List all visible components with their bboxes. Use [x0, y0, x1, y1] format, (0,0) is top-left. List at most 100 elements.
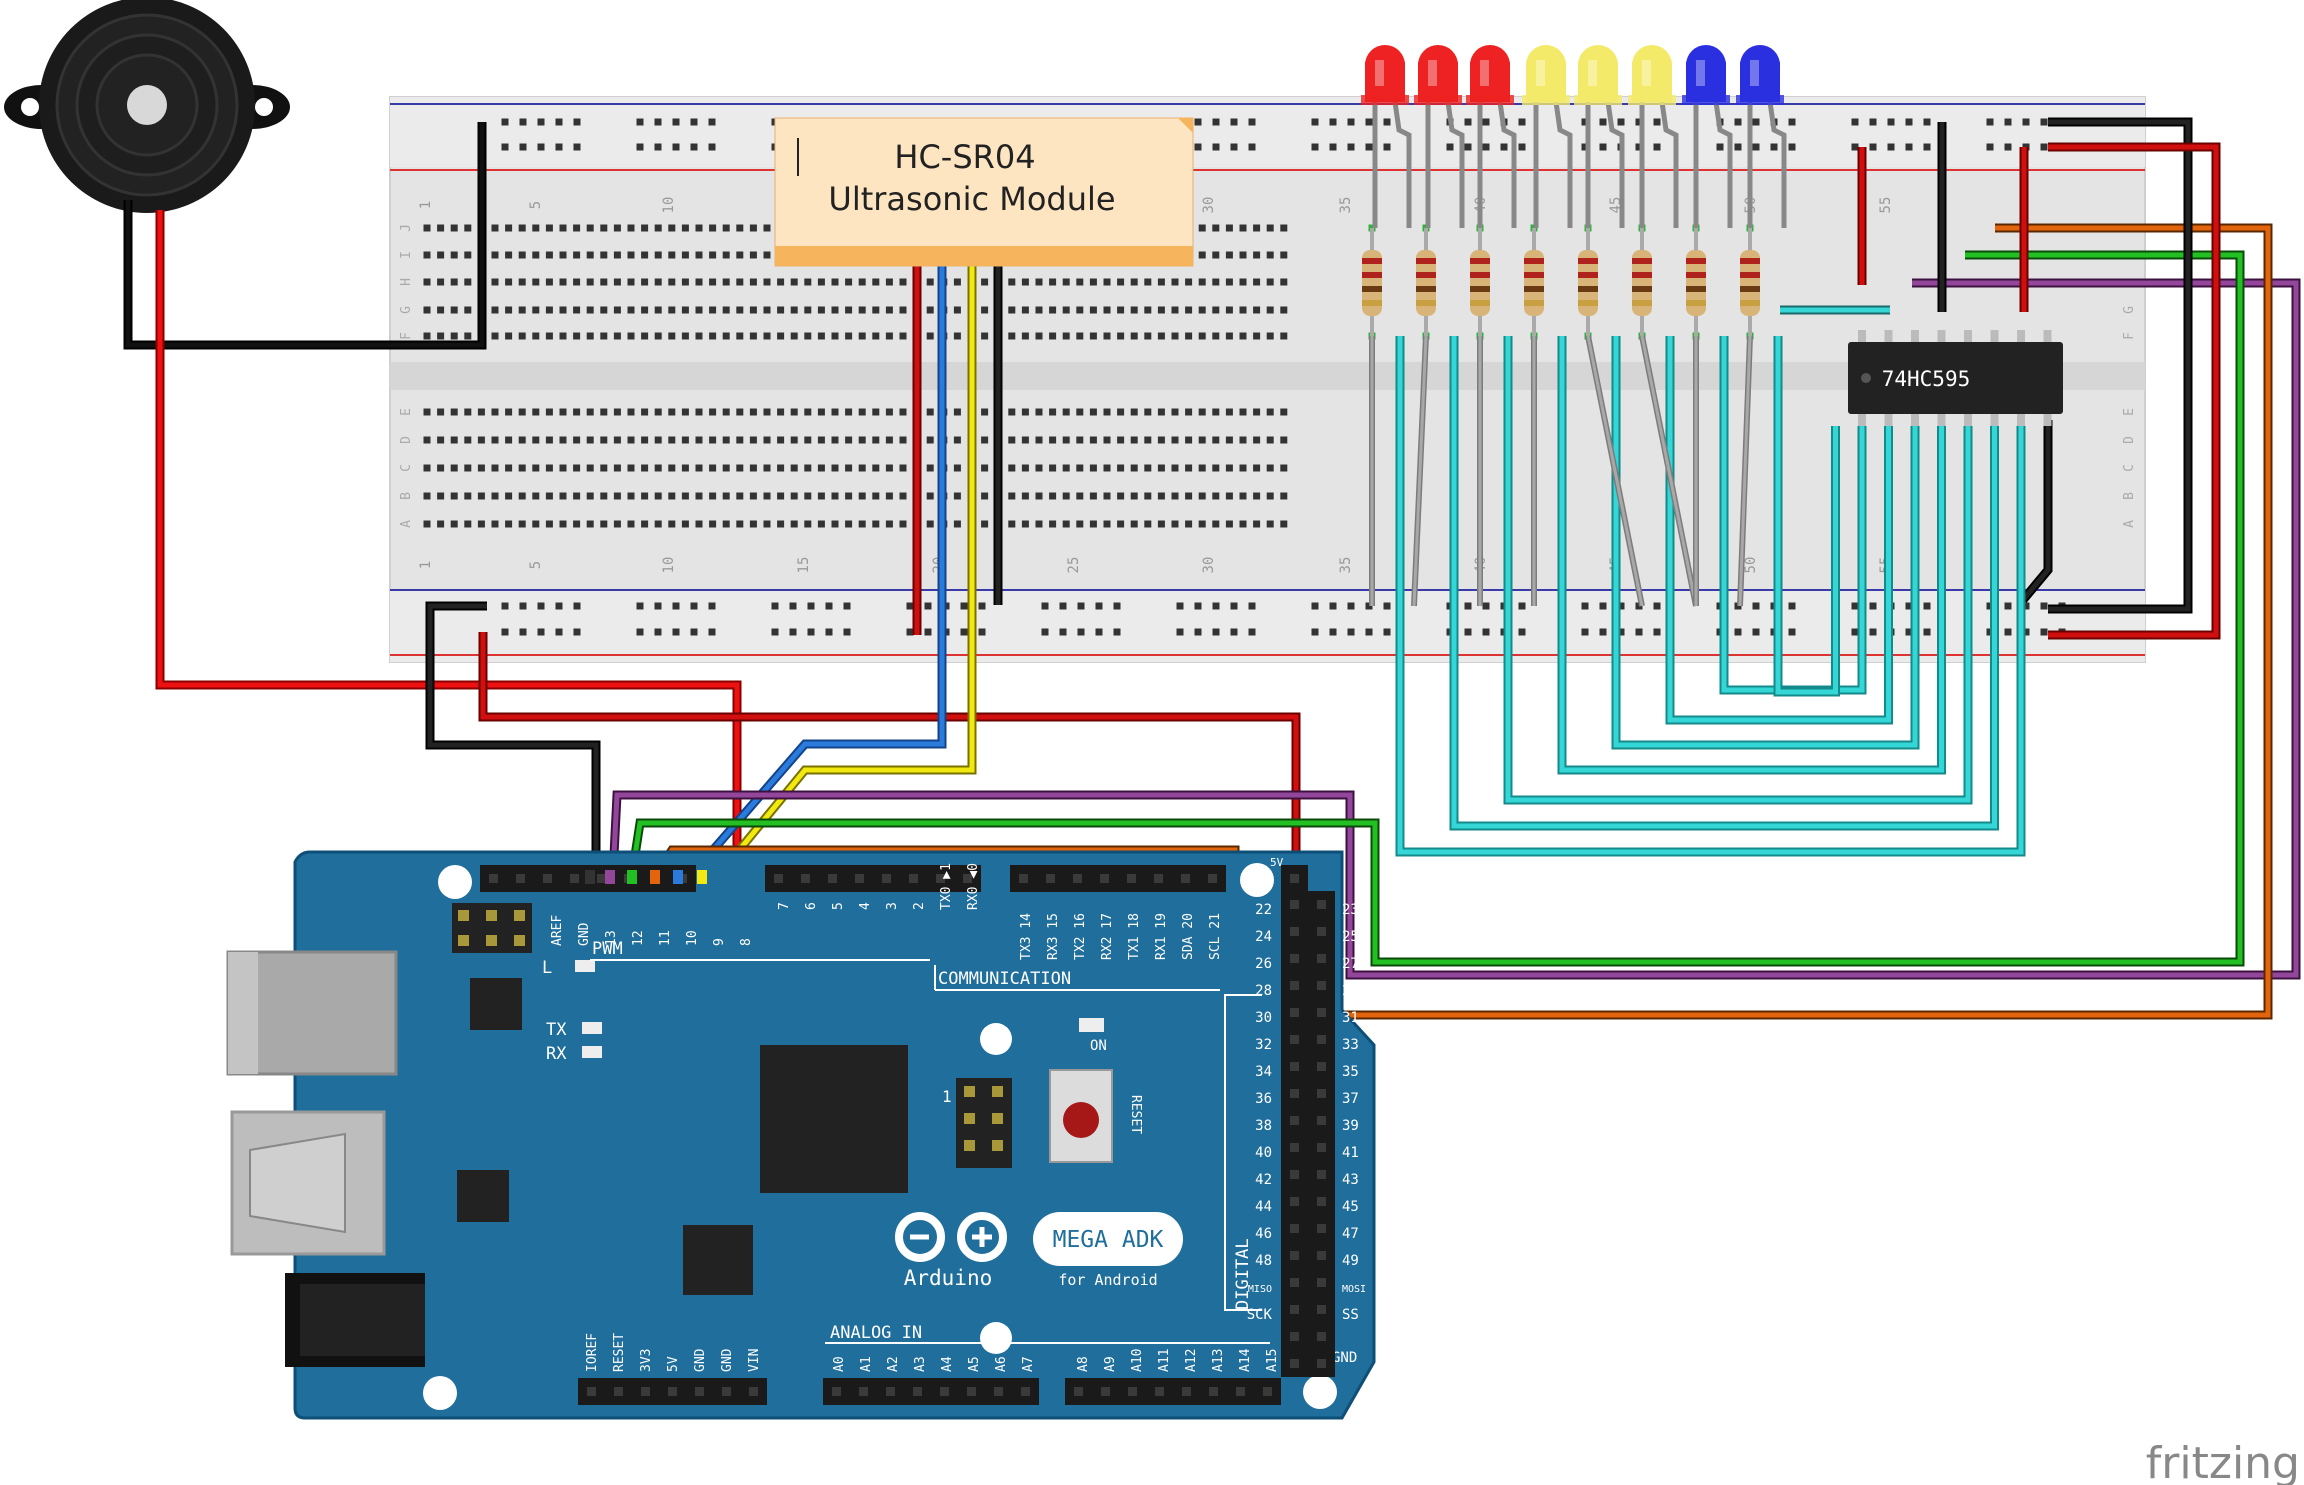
row-letter-left: B — [399, 492, 414, 500]
column-number-top: 30 — [1201, 197, 1217, 214]
digital-pin-label-left: 42 — [1255, 1172, 1272, 1188]
on-label: ON — [1090, 1038, 1107, 1054]
brand-label: Arduino — [904, 1266, 993, 1290]
row-letter-right: C — [2122, 464, 2137, 472]
digital-pin-label-left: 26 — [1255, 956, 1272, 972]
resistor — [1686, 228, 1706, 336]
analog-in-label: ANALOG IN — [830, 1323, 922, 1343]
pwm-pin-label: 13 — [604, 930, 619, 946]
led-drive-wires — [1395, 336, 2026, 857]
chip-label: 74HC595 — [1882, 367, 1971, 391]
l-label: L — [542, 958, 552, 978]
red-led — [1466, 45, 1517, 228]
power-pin-label: RESET — [612, 1333, 627, 1372]
column-number-bottom: 1 — [418, 561, 434, 569]
row-letter-left: J — [399, 224, 414, 232]
power-pin-label: GND — [693, 1348, 708, 1372]
communication-label: COMMUNICATION — [938, 969, 1071, 989]
comm-pin-label: SDA 20 — [1181, 913, 1196, 960]
pwm-pin-label: 12 — [631, 930, 646, 946]
digital-pin-label-left: 38 — [1255, 1118, 1272, 1134]
column-number-bottom: 30 — [1201, 557, 1217, 574]
wires — [123, 117, 2301, 1020]
rx-label: RX — [546, 1044, 567, 1064]
digital-pin-label-left: 30 — [1255, 1010, 1272, 1026]
digital-pin-label-left: 36 — [1255, 1091, 1272, 1107]
header-gnd-label: GND — [1332, 1350, 1357, 1366]
pwm-pin-label: GND — [577, 922, 592, 946]
column-number-bottom: 15 — [796, 557, 812, 574]
power-pin-label: 3V3 — [639, 1349, 654, 1372]
column-number-bottom: 25 — [1066, 557, 1082, 574]
resistor — [1740, 228, 1760, 336]
digital-pin-label-right: 47 — [1342, 1226, 1359, 1242]
column-number-top: 10 — [661, 197, 677, 214]
digital-pin-label-right: 39 — [1342, 1118, 1359, 1134]
reset-button[interactable] — [1049, 1069, 1113, 1163]
analog-pin-label: A12 — [1184, 1349, 1199, 1372]
analog-pin-label: A2 — [886, 1356, 901, 1372]
digital-pin-label-right: SS — [1342, 1307, 1359, 1323]
chip-pins — [1858, 330, 2052, 426]
pwm-pin-label: 8 — [739, 938, 754, 946]
row-letter-right: E — [2122, 408, 2137, 416]
pwm-pin-label: 11 — [658, 930, 673, 946]
row-letter-left: C — [399, 464, 414, 472]
shift-register-chip: 74HC595 — [1848, 330, 2063, 426]
digital-pin-label-left: 34 — [1255, 1064, 1272, 1080]
digital-pin-label-right: 23 — [1342, 902, 1359, 918]
digital-pin-label: 3 — [885, 902, 900, 910]
row-letter-right: B — [2122, 492, 2137, 500]
red-led — [1414, 45, 1465, 228]
row-letter-right: G — [2122, 306, 2137, 314]
digital-pin-label-left: 46 — [1255, 1226, 1272, 1242]
digital-pin-label: 7 — [777, 902, 792, 910]
row-letter-right: F — [2122, 332, 2137, 340]
pwm-pin-label: AREF — [550, 915, 565, 946]
sensor-name: HC-SR04 — [894, 138, 1035, 176]
resistor — [1632, 228, 1652, 336]
digital-pin-label-right: 43 — [1342, 1172, 1359, 1188]
analog-pin-label: A15 — [1265, 1349, 1280, 1372]
resistor — [1416, 228, 1436, 336]
column-number-bottom: 5 — [528, 561, 544, 569]
digital-pin-label-right: 37 — [1342, 1091, 1359, 1107]
analog-pin-label: A13 — [1211, 1349, 1226, 1372]
pwm-pin-label: 9 — [712, 938, 727, 946]
digital-pin-label-left: 48 — [1255, 1253, 1272, 1269]
arduino-logo — [895, 1212, 1007, 1262]
pwm-pin-label: 10 — [685, 930, 700, 946]
comm-pin-label: RX2 17 — [1100, 913, 1115, 960]
digital-pin-label-left: 32 — [1255, 1037, 1272, 1053]
comm-pin-label: SCL 21 — [1208, 913, 1223, 960]
hc-sr04-module: HC-SR04 Ultrasonic Module — [774, 117, 1194, 267]
comm-pin-label: TX1 18 — [1127, 913, 1142, 960]
resistor — [1470, 228, 1490, 336]
digital-pin-label-right: 41 — [1342, 1145, 1359, 1161]
analog-pin-label: A8 — [1076, 1356, 1091, 1372]
row-letter-left: G — [399, 306, 414, 314]
row-letter-right: D — [2122, 436, 2137, 444]
model-sub-label: for Android — [1058, 1271, 1157, 1289]
wire-5v-rail — [478, 632, 1301, 875]
digital-pin-label: RX0 ◀0 — [966, 863, 981, 910]
digital-pin-label: TX0 ▶1 — [939, 863, 954, 910]
digital-pin-label-left: SCK — [1247, 1307, 1273, 1323]
analog-pin-label: A0 — [832, 1356, 847, 1372]
digital-pin-label-right: 33 — [1342, 1037, 1359, 1053]
led-array — [1361, 45, 1787, 228]
header-5v-label: 5V — [1270, 856, 1284, 869]
digital-pin-label-right: MOSI — [1342, 1284, 1366, 1295]
column-number-bottom: 10 — [661, 557, 677, 574]
digital-pin-label-left: 28 — [1255, 983, 1272, 999]
comm-pin-label: RX1 19 — [1154, 913, 1169, 960]
reset-label: RESET — [1128, 1095, 1143, 1134]
digital-pin-label-left: 44 — [1255, 1199, 1272, 1215]
row-letter-left: H — [399, 278, 414, 286]
digital-pin-label-right: 25 — [1342, 929, 1359, 945]
comm-pin-label: TX2 16 — [1073, 913, 1088, 960]
analog-pin-label: A1 — [859, 1356, 874, 1372]
row-letter-left: E — [399, 408, 414, 416]
led-cathode-wires — [1369, 335, 1753, 607]
